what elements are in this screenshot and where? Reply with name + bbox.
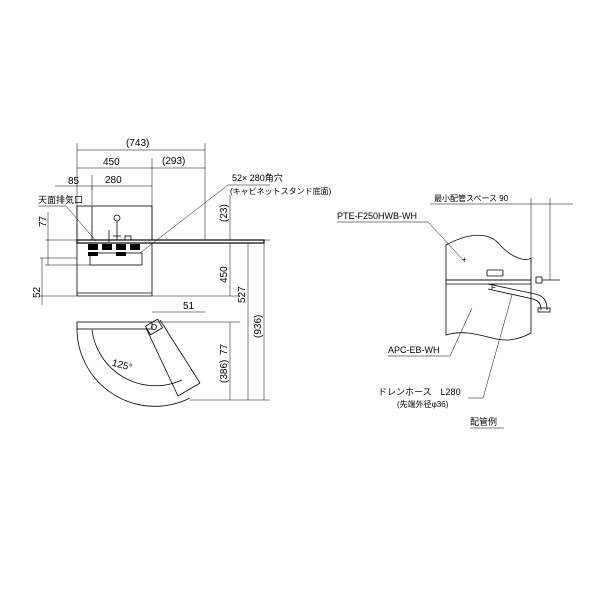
front-view: (743) 450 (293) 85 280 天面排気口 52× 280角穴 (… [32,138,332,407]
dim-lower-77: 77 [219,343,230,355]
dim-height-936: (936) [253,315,264,338]
dim-width-450: 450 [103,157,120,168]
leader-model [337,221,466,263]
label-hole-size: 52× 280角穴 [232,172,283,183]
leader-stand-model [388,307,473,357]
dim-overall-width: (743) [126,138,149,149]
dim-gap-51: 51 [183,301,195,312]
label-stand-model: APC-EB-WH [388,345,440,355]
dim-height-527: 527 [237,286,248,303]
dim-height-450: 450 [219,266,230,283]
unit-outline [445,234,532,341]
leader-hole [139,184,270,254]
piping-example: 最小配管スペース 90 PTE-F250HWB-WH + F APC-EB-WH… [337,193,573,429]
right-dimension-lines [152,195,270,401]
dim-top-23: (23) [219,204,230,222]
caption-piping: 配管例 [470,416,497,427]
left-dimension-lines [40,212,90,305]
label-f-marker: F [491,283,496,292]
dim-right-offset: (293) [162,156,185,167]
dim-vent-height: 77 [38,215,49,227]
label-hose-note: (先端外径φ36) [397,399,449,409]
leader-drain-hose [468,294,513,399]
label-min-space: 最小配管スペース 90 [434,193,509,203]
dim-door-angle: 125° [111,358,134,374]
label-model: PTE-F250HWB-WH [337,211,417,221]
vent-slots [88,244,140,256]
label-drain-hose: ドレンホース L280 [378,387,461,397]
drain-hose [487,276,560,313]
dim-side-52: 52 [32,286,43,298]
faucet-icon [108,214,132,242]
dim-lower-386: (386) [219,360,230,383]
door-swing [76,318,201,407]
dim-left-offset: 85 [68,176,80,187]
dim-vent-width: 280 [105,175,122,186]
icon-plus: + [462,255,467,264]
leader-top-vent [38,205,97,242]
cabinet-body [76,205,265,297]
label-top-vent: 天面排気口 [38,194,83,205]
label-hole-note: (キャビネットスタンド底面) [230,186,332,196]
